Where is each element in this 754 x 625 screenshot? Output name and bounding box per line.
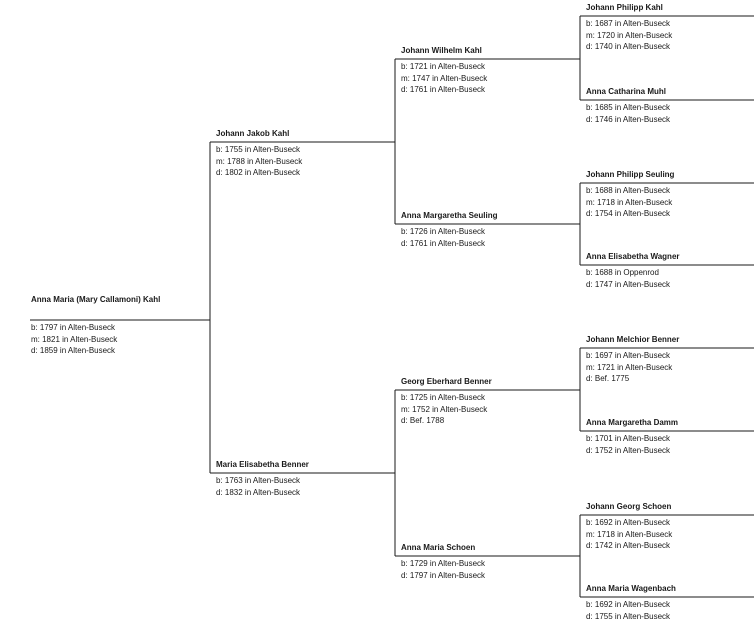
person-name: Anna Margaretha Damm (586, 418, 679, 427)
fact-birth: b: 1692 in Alten-Buseck (586, 518, 671, 527)
fact-marriage: m: 1788 in Alten-Buseck (216, 156, 303, 166)
person-name: Maria Elisabetha Benner (216, 460, 309, 469)
fact-death: d: 1746 in Alten-Buseck (586, 114, 671, 124)
fact-marriage: m: 1718 in Alten-Buseck (586, 197, 673, 207)
person-name: Anna Elisabetha Wagner (586, 252, 680, 261)
person-name: Johann Melchior Benner (586, 335, 680, 344)
fact-death: d: 1742 in Alten-Buseck (586, 541, 671, 550)
person-facts: b: 1729 in Alten-Buseck d: 1797 in Alten… (401, 558, 485, 581)
fact-marriage: m: 1821 in Alten-Buseck (31, 334, 118, 344)
fact-birth: b: 1763 in Alten-Buseck (216, 476, 301, 485)
fact-death: d: 1752 in Alten-Buseck (586, 445, 671, 455)
fact-birth: b: 1729 in Alten-Buseck (401, 559, 486, 568)
person-facts: b: 1701 in Alten-Buseck d: 1752 in Alten… (586, 433, 670, 456)
person-facts: b: 1763 in Alten-Buseck d: 1832 in Alten… (216, 475, 300, 498)
fact-death: d: 1740 in Alten-Buseck (586, 42, 671, 51)
fact-birth: b: 1755 in Alten-Buseck (216, 145, 301, 154)
person-facts: b: 1797 in Alten-Buseck m: 1821 in Alten… (31, 322, 117, 357)
person-facts: b: 1755 in Alten-Buseck m: 1788 in Alten… (216, 144, 302, 179)
fact-death: d: 1747 in Alten-Buseck (586, 279, 671, 289)
fact-birth: b: 1685 in Alten-Buseck (586, 103, 671, 112)
person-name: Anna Catharina Muhl (586, 87, 667, 96)
person-facts: b: 1688 in Alten-Buseck m: 1718 in Alten… (586, 185, 672, 220)
fact-death: d: 1755 in Alten-Buseck (586, 611, 671, 621)
person-name: Johann Georg Schoen (586, 502, 672, 511)
fact-death: d: Bef. 1775 (586, 374, 630, 383)
person-name: Johann Philipp Kahl (586, 3, 663, 12)
fact-birth: b: 1692 in Alten-Buseck (586, 600, 671, 609)
fact-death: d: 1797 in Alten-Buseck (401, 570, 486, 580)
fact-birth: b: 1688 in Oppenrod (586, 268, 659, 277)
person-name: Johann Philipp Seuling (586, 170, 675, 179)
person-name: Anna Margaretha Seuling (401, 211, 498, 220)
fact-birth: b: 1687 in Alten-Buseck (586, 19, 671, 28)
fact-death: d: 1761 in Alten-Buseck (401, 238, 486, 248)
person-facts: b: 1688 in Oppenrod d: 1747 in Alten-Bus… (586, 267, 670, 290)
person-name: Johann Wilhelm Kahl (401, 46, 482, 55)
fact-marriage: m: 1752 in Alten-Buseck (401, 404, 488, 414)
fact-birth: b: 1701 in Alten-Buseck (586, 434, 671, 443)
person-facts: b: 1721 in Alten-Buseck m: 1747 in Alten… (401, 61, 487, 96)
person-name: Anna Maria (Mary Callamoni) Kahl (31, 295, 161, 304)
person-facts: b: 1687 in Alten-Buseck m: 1720 in Alten… (586, 18, 672, 53)
fact-death: d: Bef. 1788 (401, 416, 445, 425)
fact-marriage: m: 1721 in Alten-Buseck (586, 362, 673, 372)
fact-birth: b: 1725 in Alten-Buseck (401, 393, 486, 402)
fact-birth: b: 1688 in Alten-Buseck (586, 186, 671, 195)
person-facts: b: 1726 in Alten-Buseck d: 1761 in Alten… (401, 226, 485, 249)
person-name: Anna Maria Wagenbach (586, 584, 676, 593)
person-facts: b: 1692 in Alten-Buseck d: 1755 in Alten… (586, 599, 670, 622)
fact-birth: b: 1697 in Alten-Buseck (586, 351, 671, 360)
person-facts: b: 1692 in Alten-Buseck m: 1718 in Alten… (586, 517, 672, 552)
fact-death: d: 1832 in Alten-Buseck (216, 487, 301, 497)
person-facts: b: 1725 in Alten-Buseck m: 1752 in Alten… (401, 392, 487, 427)
fact-death: d: 1754 in Alten-Buseck (586, 209, 671, 218)
fact-death: d: 1859 in Alten-Buseck (31, 346, 116, 355)
fact-death: d: 1802 in Alten-Buseck (216, 168, 301, 177)
fact-marriage: m: 1720 in Alten-Buseck (586, 30, 673, 40)
fact-marriage: m: 1747 in Alten-Buseck (401, 73, 488, 83)
fact-birth: b: 1726 in Alten-Buseck (401, 227, 486, 236)
person-facts: b: 1697 in Alten-Buseck m: 1721 in Alten… (586, 350, 672, 385)
fact-birth: b: 1721 in Alten-Buseck (401, 62, 486, 71)
fact-marriage: m: 1718 in Alten-Buseck (586, 529, 673, 539)
person-facts: b: 1685 in Alten-Buseck d: 1746 in Alten… (586, 102, 670, 125)
fact-birth: b: 1797 in Alten-Buseck (31, 323, 116, 332)
person-name: Georg Eberhard Benner (401, 377, 492, 386)
person-name: Johann Jakob Kahl (216, 129, 290, 138)
fact-death: d: 1761 in Alten-Buseck (401, 85, 486, 94)
person-name: Anna Maria Schoen (401, 543, 476, 552)
